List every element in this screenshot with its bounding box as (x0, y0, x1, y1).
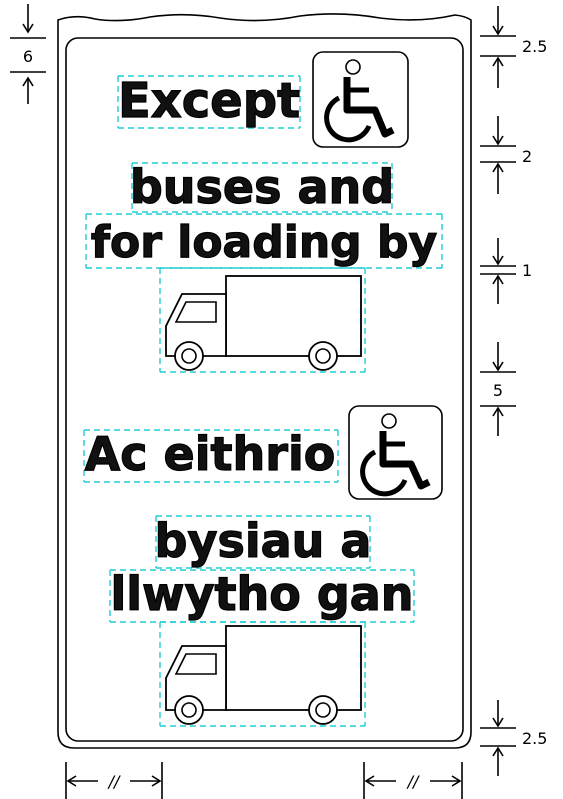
sign-plate-outline (57, 13, 472, 749)
svg-text:2: 2 (522, 147, 532, 166)
dimension-right-bottom: 2.5 (480, 700, 547, 776)
svg-text:5: 5 (493, 381, 503, 400)
wheelchair-symbol-icon (348, 405, 443, 500)
spacing-marks-except (117, 75, 301, 129)
sign-text-buses-and: buses and (130, 160, 394, 214)
dimension-right-3: 1 (480, 238, 532, 304)
lorry-icon (159, 621, 366, 727)
sign-text-for-loading-by: for loading by (91, 217, 437, 268)
sign-text-llwytho-gan: llwytho gan (110, 567, 413, 621)
lorry-icon (159, 267, 366, 373)
dimension-right-2: 2 (480, 116, 532, 194)
sign-text-ac-eithrio: Ac eithrio (85, 427, 336, 481)
dimension-bottom-right: // (363, 762, 463, 799)
dimension-bottom-left: // (65, 762, 163, 799)
svg-text:6: 6 (23, 47, 33, 66)
dimension-right-top: 2.5 (480, 6, 547, 88)
dimension-top-left: 6 (10, 4, 46, 104)
wheelchair-symbol-icon (312, 51, 409, 148)
spacing-marks-buses-and (131, 162, 393, 213)
svg-text:2.5: 2.5 (522, 37, 547, 56)
sign-inner-border (65, 37, 464, 742)
sign-text-bysiau-a: bysiau a (155, 514, 372, 568)
dimension-right-4: 5 (480, 342, 516, 436)
svg-text:1: 1 (522, 261, 532, 280)
svg-text://: // (406, 772, 420, 791)
svg-text://: // (107, 772, 121, 791)
svg-text:2.5: 2.5 (522, 729, 547, 748)
sign-text-except: Except (118, 73, 300, 129)
